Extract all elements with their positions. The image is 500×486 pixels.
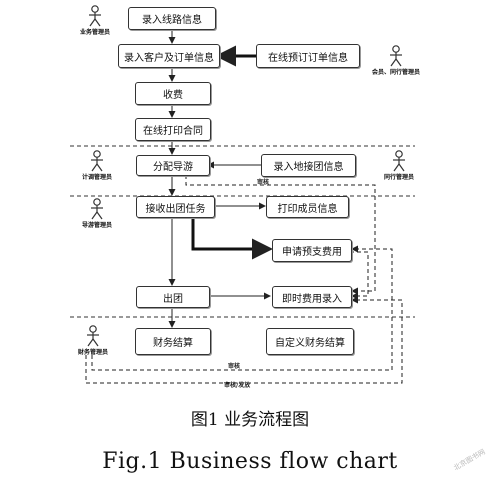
caption-english: Fig.1 Business flow chart bbox=[102, 449, 398, 474]
node-apply-advance-fee: 申请预支费用 bbox=[272, 239, 352, 262]
actor-finance-admin: 财务管理员 bbox=[70, 325, 116, 356]
actor-label: 会员、同行管理员 bbox=[371, 69, 420, 76]
actor-business-admin: 业务管理员 bbox=[72, 5, 118, 36]
actor-member-peer-admin: 会员、同行管理员 bbox=[366, 45, 426, 76]
node-enter-customer-order: 录入客户及订单信息 bbox=[118, 44, 220, 68]
actor-label: 业务管理员 bbox=[79, 29, 110, 36]
audit-arrow-dashed bbox=[185, 175, 376, 295]
node-print-contract: 在线打印合同 bbox=[135, 118, 211, 141]
node-receive-tour-task: 接收出团任务 bbox=[136, 196, 215, 218]
node-tour-departure: 出团 bbox=[136, 286, 210, 308]
audit-arrow-dashed bbox=[350, 251, 369, 300]
audit-issue-label: 审核/发放 bbox=[224, 382, 251, 389]
actor-dispatch-admin: 计调管理员 bbox=[74, 150, 120, 181]
node-instant-fee-entry: 即时费用录入 bbox=[272, 286, 352, 308]
person-icon bbox=[87, 325, 99, 347]
person-icon bbox=[393, 150, 405, 172]
person-icon bbox=[91, 198, 103, 220]
actor-peer-admin: 同行管理员 bbox=[374, 150, 424, 181]
person-icon bbox=[390, 45, 402, 67]
caption-chinese: 图1 业务流程图 bbox=[190, 410, 310, 430]
audit-arrow-dashed bbox=[85, 296, 403, 384]
node-custom-settlement: 自定义财务结算 bbox=[266, 328, 354, 355]
audit-arrow-dashed bbox=[91, 245, 393, 371]
actor-label: 计调管理员 bbox=[81, 174, 112, 181]
actor-guide-admin: 导游管理员 bbox=[74, 198, 120, 229]
node-enter-route-info: 录入线路信息 bbox=[128, 7, 216, 30]
node-assign-guide: 分配导游 bbox=[136, 155, 210, 176]
actor-label: 财务管理员 bbox=[77, 349, 108, 356]
person-icon bbox=[89, 5, 101, 27]
node-online-booking: 在线预订订单信息 bbox=[256, 44, 360, 68]
node-ground-team-info: 录入地接团信息 bbox=[261, 154, 356, 177]
flow-arrow-thick bbox=[191, 217, 273, 260]
audit-label: 审核 bbox=[228, 363, 241, 370]
node-charge: 收费 bbox=[135, 82, 211, 105]
person-icon bbox=[91, 150, 103, 172]
node-print-members: 打印成员信息 bbox=[266, 196, 349, 218]
actor-label: 同行管理员 bbox=[383, 174, 414, 181]
audit-label: 审核 bbox=[257, 179, 270, 186]
actor-label: 导游管理员 bbox=[81, 222, 112, 229]
node-financial-settlement: 财务结算 bbox=[135, 328, 211, 355]
